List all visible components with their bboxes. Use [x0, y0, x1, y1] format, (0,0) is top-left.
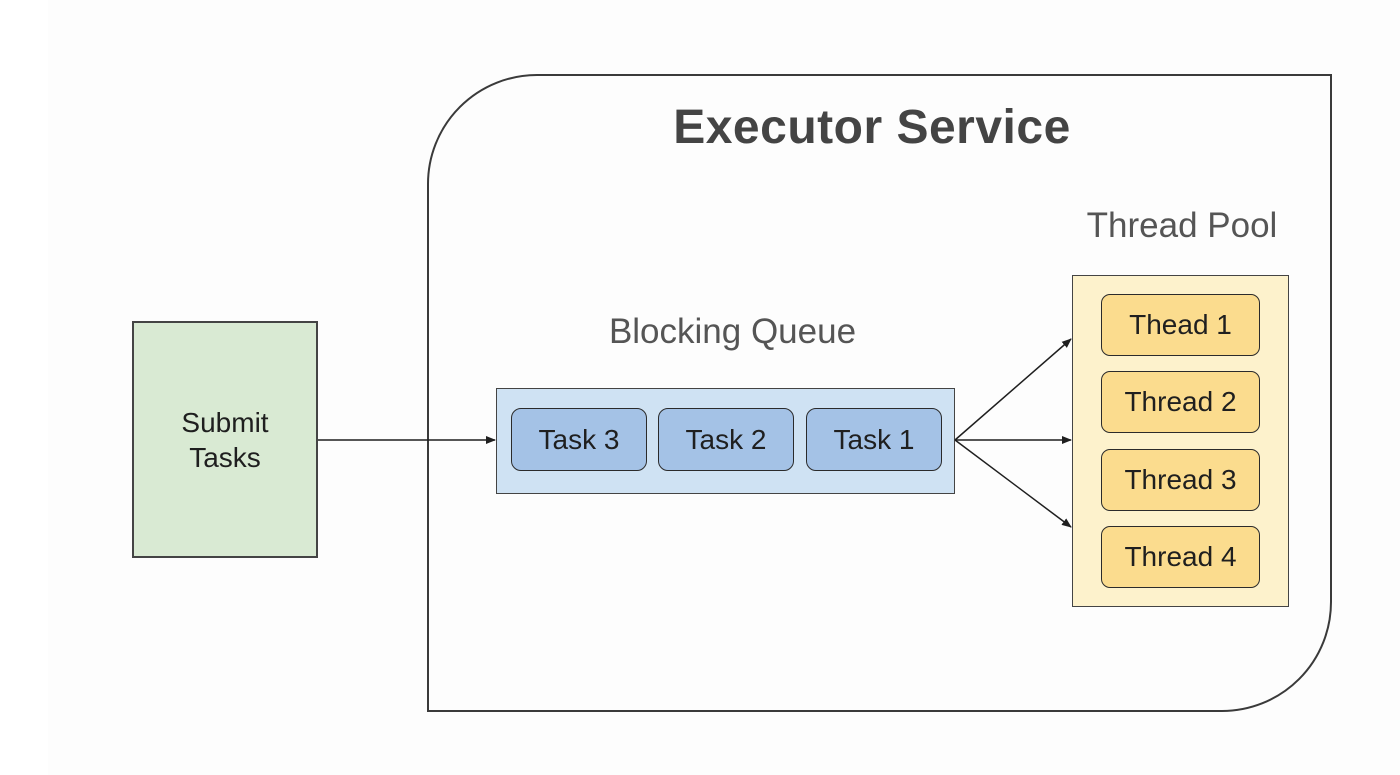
executor-service-container	[427, 74, 1332, 712]
task-1: Task 1	[806, 408, 942, 471]
blocking-queue-label: Blocking Queue	[608, 312, 857, 351]
thread-4: Thread 4	[1101, 526, 1260, 588]
submit-tasks-label: Submit Tasks	[181, 406, 269, 473]
task-2: Task 2	[658, 408, 794, 471]
submit-tasks-box: Submit Tasks	[132, 321, 318, 558]
thread-3: Thread 3	[1101, 449, 1260, 511]
executor-service-title: Executor Service	[673, 101, 1071, 154]
thread-1: Thead 1	[1101, 294, 1260, 356]
thread-pool-label: Thread Pool	[1086, 206, 1278, 245]
thread-2: Thread 2	[1101, 371, 1260, 433]
task-3: Task 3	[511, 408, 647, 471]
